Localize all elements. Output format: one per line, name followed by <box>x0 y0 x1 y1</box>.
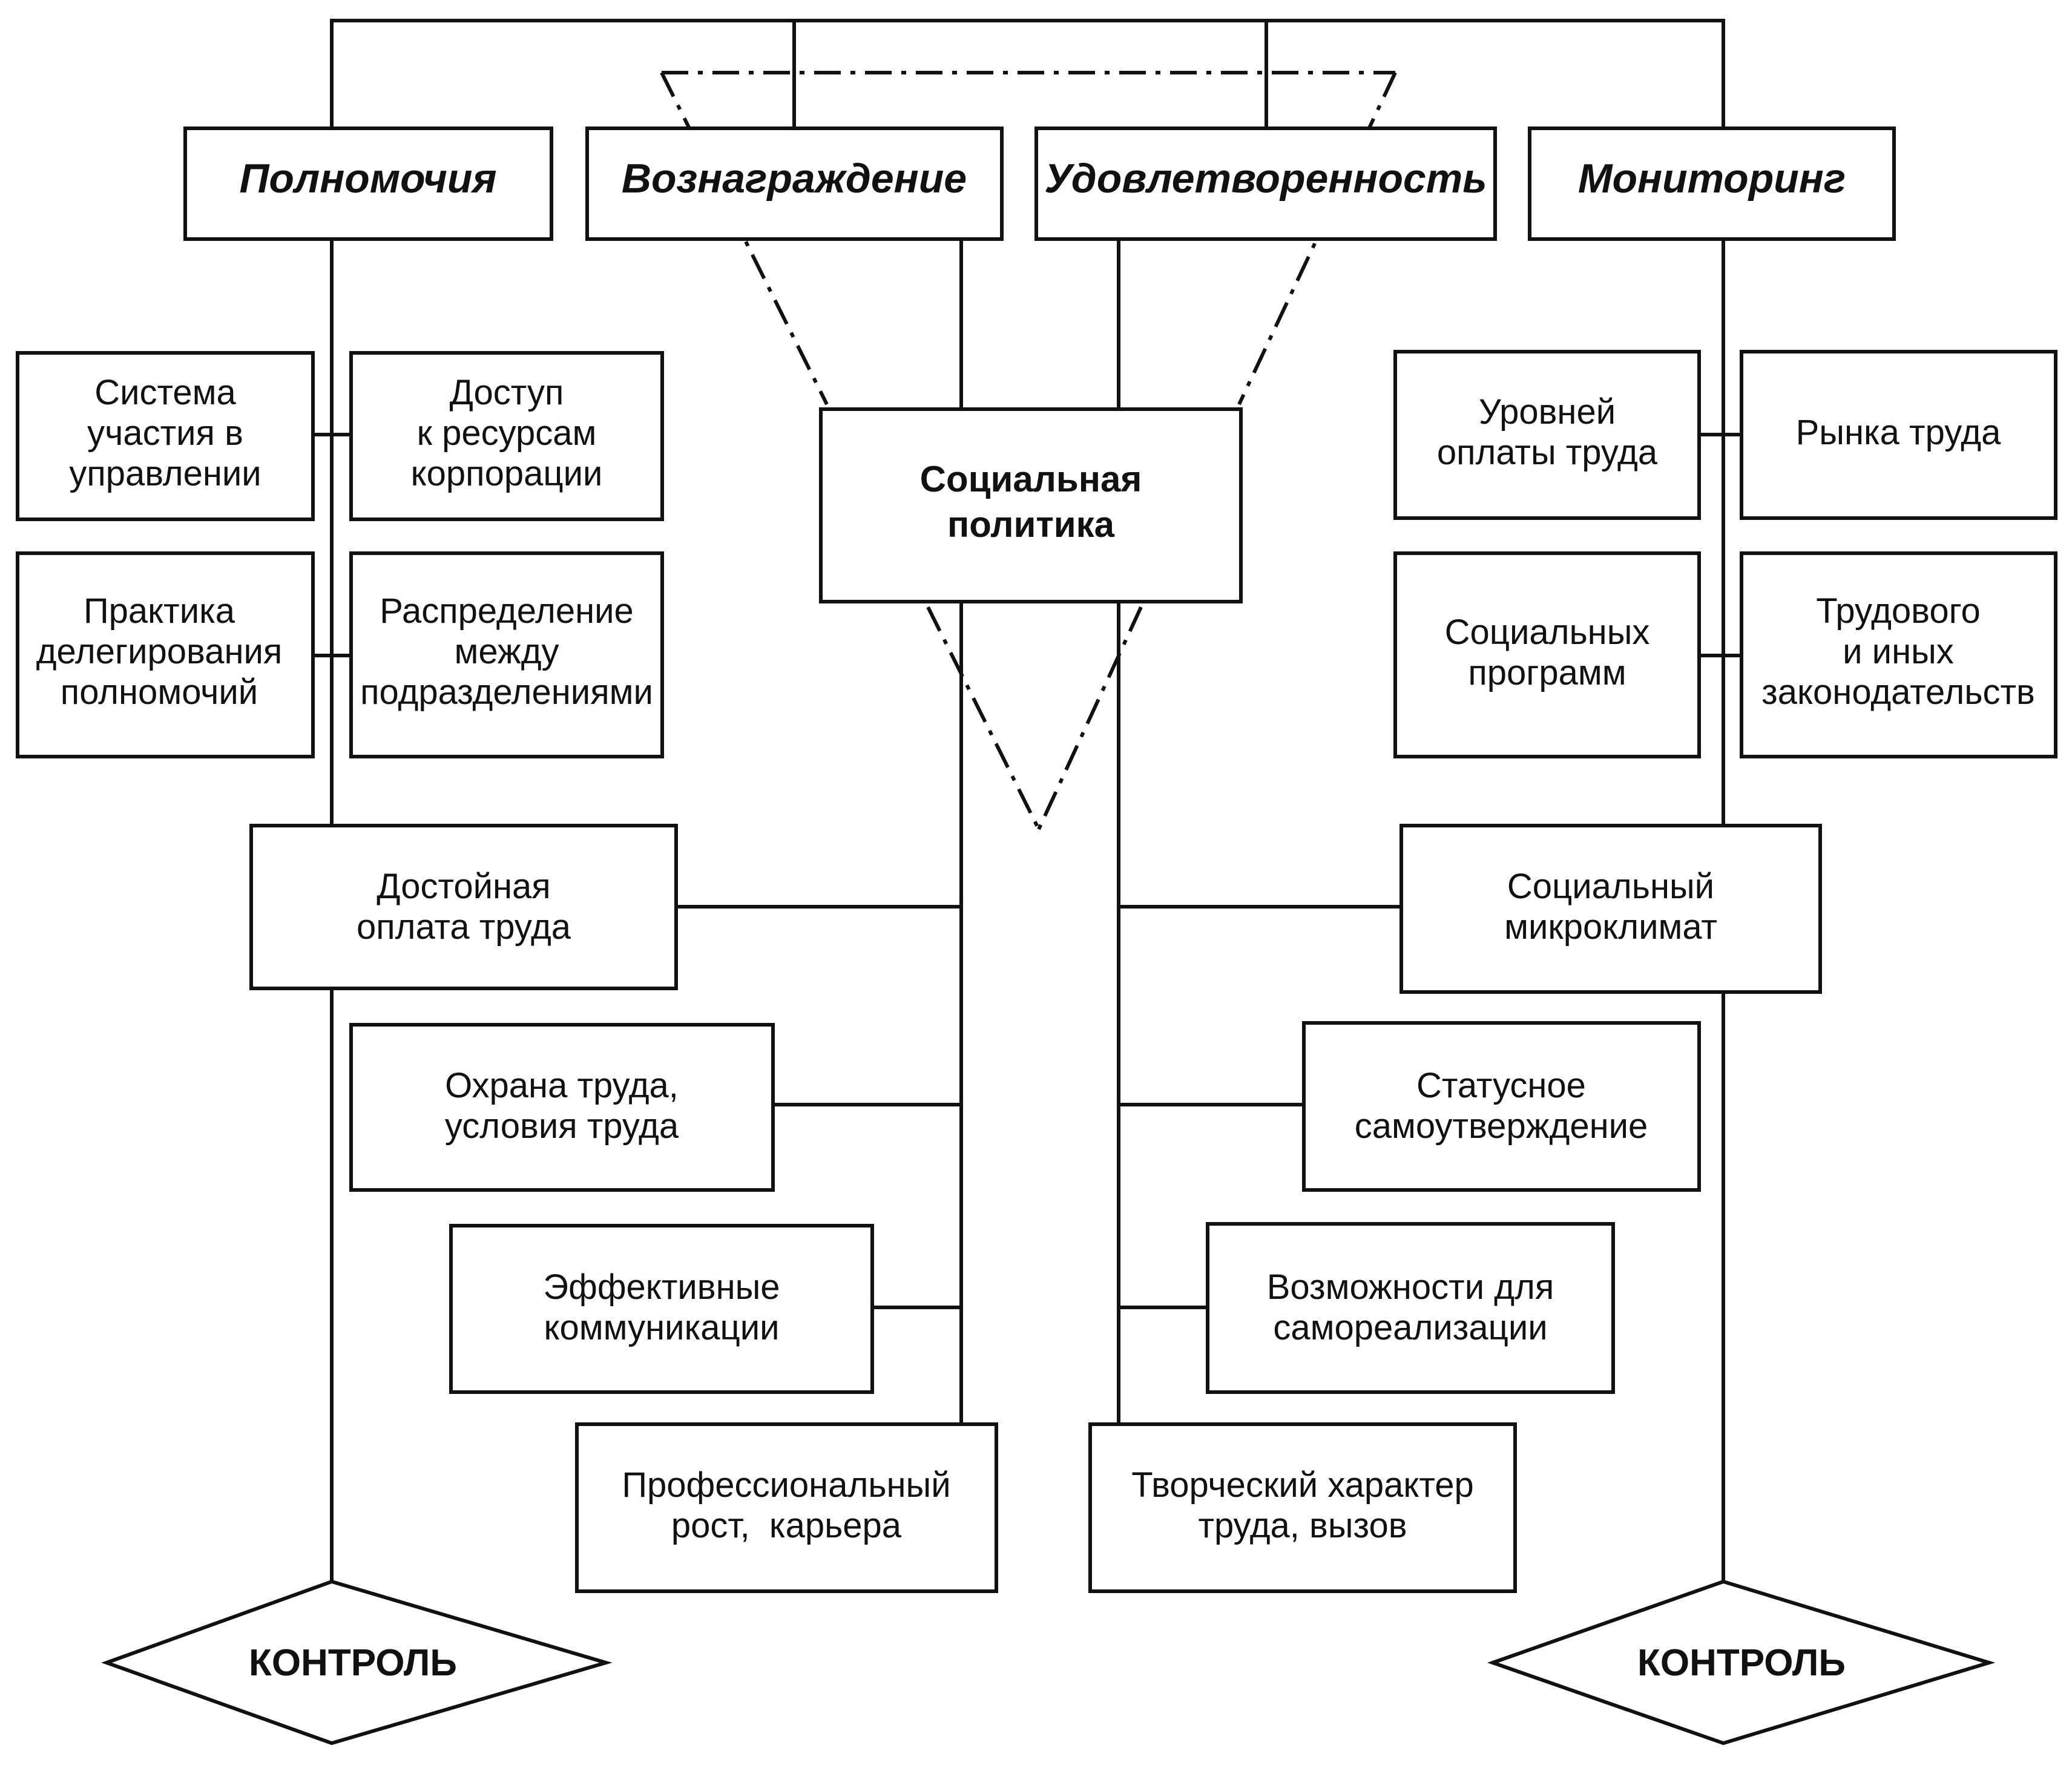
labor-market-line-1: Рынка труда <box>1796 413 2002 452</box>
box-communications <box>449 1224 874 1394</box>
access-line-2: к ресурсам <box>417 413 597 453</box>
box-status <box>1302 1021 1701 1192</box>
delegation-line-3: полномочий <box>61 672 258 712</box>
social-programs-line-2: программ <box>1468 653 1626 692</box>
box-creative-work <box>1088 1422 1517 1593</box>
communications-line-1: Эффективные <box>543 1267 780 1307</box>
lower-right-edge <box>1037 606 1143 830</box>
decent-pay-line-1: Достойная <box>377 867 550 906</box>
participation-line-1: Система <box>94 373 236 412</box>
lower-left-edge <box>926 606 1041 830</box>
distribution-line-3: подразделениями <box>360 672 653 712</box>
self-realization-line-1: Возможности для <box>1267 1267 1554 1307</box>
box-delegation <box>16 551 315 758</box>
creative-work-line-2: труда, вызов <box>1198 1506 1407 1545</box>
status-line-2: самоутверждение <box>1355 1106 1648 1146</box>
box-microclimate <box>1399 824 1822 994</box>
self-realization-line-2: самореализации <box>1273 1308 1547 1347</box>
box-access <box>349 351 664 521</box>
microclimate-line-1: Социальный <box>1507 867 1714 906</box>
header-authority-label: Полномочия <box>239 156 496 202</box>
access-line-1: Доступ <box>450 373 564 412</box>
header-satisfaction-label: Удовлетворенность <box>1044 156 1487 202</box>
box-decent-pay <box>249 824 678 990</box>
distribution-line-2: между <box>454 632 559 671</box>
career-line-1: Профессиональный <box>622 1465 950 1505</box>
participation-line-3: управлении <box>69 454 261 493</box>
box-distribution <box>349 551 664 758</box>
boxes <box>16 127 2057 1746</box>
status-line-1: Статусное <box>1416 1066 1586 1105</box>
control-right-label: КОНТРОЛЬ <box>1637 1642 1846 1684</box>
header-reward-label: Вознаграждение <box>622 156 967 202</box>
header-monitoring-box <box>1528 127 1896 241</box>
center-policy-box <box>819 407 1243 603</box>
box-participation <box>16 351 315 521</box>
control-left-diamond <box>101 1579 613 1746</box>
box-pay-levels <box>1393 350 1701 520</box>
participation-line-2: участия в <box>87 413 243 453</box>
box-social-programs <box>1393 551 1701 758</box>
control-right-diamond <box>1487 1579 1996 1746</box>
delegation-line-1: Практика <box>84 591 235 631</box>
creative-work-line-1: Творческий характер <box>1131 1465 1474 1505</box>
pay-levels-line-2: оплаты труда <box>1437 433 1658 472</box>
decent-pay-line-2: оплата труда <box>357 907 571 947</box>
center-policy-line-1: Социальная <box>920 459 1142 499</box>
legislation-line-3: законодательств <box>1761 672 2035 712</box>
box-career <box>575 1422 998 1593</box>
box-labor-market <box>1740 350 2057 520</box>
header-satisfaction-box <box>1034 127 1497 241</box>
box-legislation <box>1740 551 2057 758</box>
legislation-line-2: и иных <box>1843 632 1954 671</box>
control-left-label: КОНТРОЛЬ <box>249 1642 457 1684</box>
labor-safety-line-1: Охрана труда, <box>445 1066 679 1105</box>
delegation-line-2: делегирования <box>36 632 283 671</box>
microclimate-line-2: микроклимат <box>1504 907 1717 947</box>
header-authority-box <box>183 127 553 241</box>
lower-funnel-triangle <box>926 606 1143 830</box>
communications-line-2: коммуникации <box>544 1308 779 1347</box>
box-self-realization <box>1206 1222 1615 1394</box>
header-reward-box <box>585 127 1004 241</box>
header-monitoring-label: Мониторинг <box>1578 156 1846 202</box>
social-programs-line-1: Социальных <box>1445 613 1650 652</box>
access-line-3: корпорации <box>411 454 603 493</box>
legislation-line-1: Трудового <box>1816 591 1981 631</box>
box-labor-safety <box>349 1023 775 1192</box>
center-policy-line-2: политика <box>947 504 1115 545</box>
pay-levels-line-1: Уровней <box>1479 392 1616 432</box>
labor-safety-line-2: условия труда <box>445 1106 679 1146</box>
distribution-line-1: Распределение <box>380 591 634 631</box>
career-line-2: рост, карьера <box>671 1506 902 1545</box>
